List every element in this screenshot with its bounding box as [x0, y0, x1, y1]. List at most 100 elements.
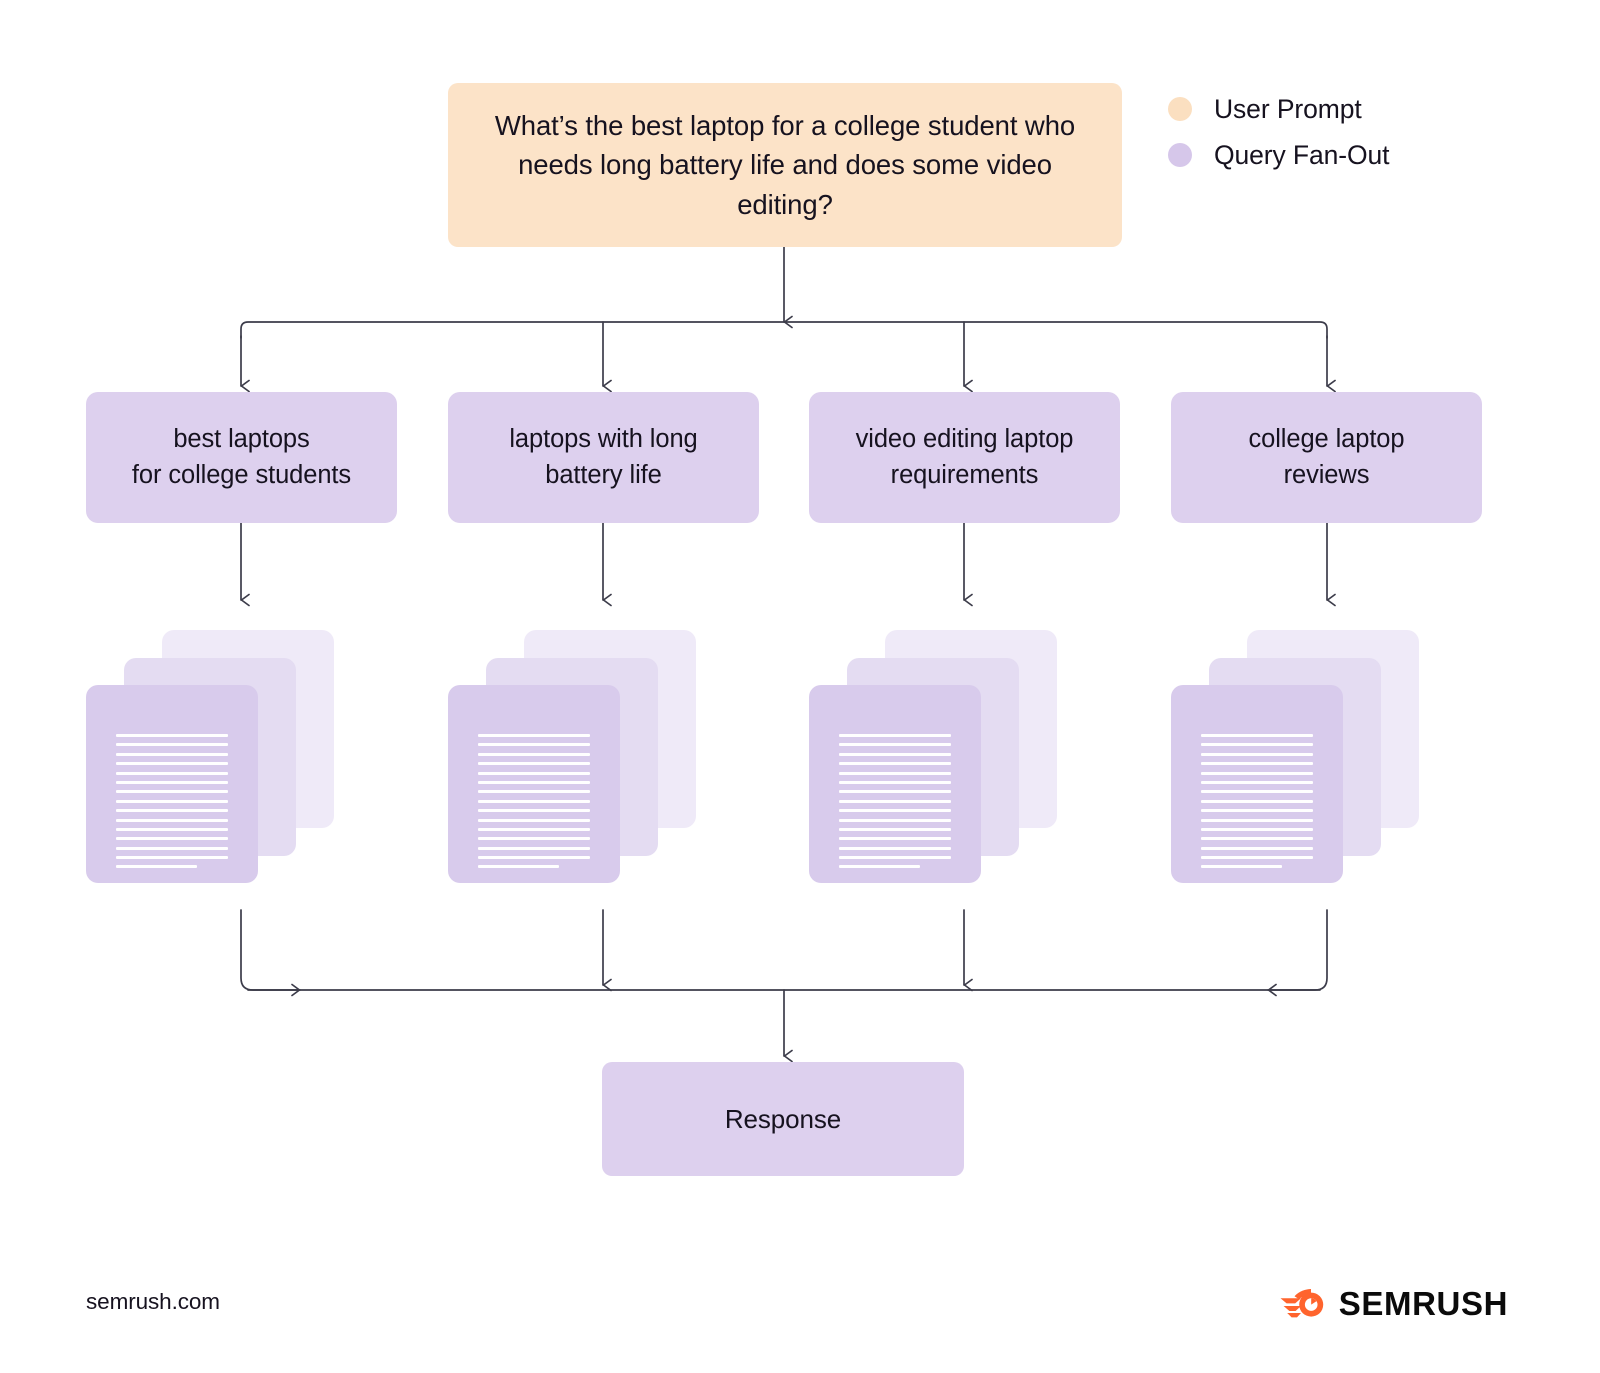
query-fanout-label-line2: reviews — [1283, 460, 1370, 489]
document-text-line — [116, 752, 228, 756]
document-text-line — [1201, 752, 1313, 756]
document-text-line — [1201, 790, 1313, 794]
document-text-line — [839, 846, 951, 850]
query-fanout-label-line2: requirements — [890, 460, 1039, 489]
document-text-line — [839, 856, 951, 860]
document-text-line — [839, 790, 951, 794]
document-text-line — [116, 799, 228, 803]
semrush-wordmark: SEMRUSH — [1338, 1284, 1508, 1322]
document-text-line — [116, 809, 228, 813]
document-page-front-icon — [86, 685, 258, 883]
document-text-line — [1201, 818, 1313, 822]
response-box[interactable]: Response — [602, 1062, 964, 1176]
document-text-line — [478, 837, 590, 841]
document-text-line — [116, 771, 228, 775]
document-text-line — [1201, 837, 1313, 841]
document-text-line — [839, 743, 951, 747]
document-stack-icon — [809, 630, 1059, 890]
document-text-line — [1201, 780, 1313, 784]
document-text-line — [1201, 743, 1313, 747]
document-text-line — [839, 762, 951, 766]
document-text-line — [1201, 846, 1313, 850]
document-text-line — [478, 771, 590, 775]
document-text-line — [478, 799, 590, 803]
document-text-line — [839, 780, 951, 784]
legend: User Prompt Query Fan-Out — [1168, 86, 1390, 178]
document-text-line — [478, 734, 590, 737]
document-text-line — [116, 780, 228, 784]
legend-item-user-prompt: User Prompt — [1168, 86, 1389, 132]
document-text-line — [116, 734, 228, 737]
document-text-line — [116, 865, 197, 869]
document-text-line — [116, 743, 228, 747]
document-text-line — [116, 827, 228, 831]
document-text-lines — [116, 734, 228, 875]
query-fanout-box-1[interactable]: laptops with long battery life — [448, 392, 759, 523]
document-text-line — [839, 752, 951, 756]
document-stack-icon — [1171, 630, 1421, 890]
document-text-line — [839, 771, 951, 775]
document-stack-icon — [86, 630, 336, 890]
query-fanout-box-2[interactable]: video editing laptop requirements — [809, 392, 1120, 523]
document-text-line — [478, 752, 590, 756]
semrush-logo-icon — [1280, 1289, 1323, 1318]
query-fanout-label-line2: for college students — [131, 460, 352, 489]
document-text-line — [116, 790, 228, 794]
user-prompt-box: What’s the best laptop for a college stu… — [448, 83, 1122, 247]
document-page-front-icon — [809, 685, 981, 883]
wire-top-bus — [240, 321, 1328, 339]
document-text-line — [116, 818, 228, 822]
document-text-line — [478, 762, 590, 766]
document-stack-icon — [448, 630, 698, 890]
document-text-line — [839, 827, 951, 831]
document-text-line — [478, 809, 590, 813]
document-text-line — [839, 734, 951, 737]
query-fanout-box-3[interactable]: college laptop reviews — [1171, 392, 1482, 523]
legend-label-user-prompt: User Prompt — [1214, 93, 1362, 124]
document-text-line — [839, 837, 951, 841]
document-text-line — [1201, 865, 1282, 869]
query-fanout-label-line2: battery life — [545, 460, 662, 489]
document-text-line — [116, 837, 228, 841]
document-text-lines — [1201, 734, 1313, 875]
document-text-line — [1201, 827, 1313, 831]
document-text-line — [116, 856, 228, 860]
document-text-line — [116, 762, 228, 766]
footer-site-url: semrush.com — [86, 1289, 220, 1314]
document-page-front-icon — [448, 685, 620, 883]
query-fanout-label-line1: college laptop — [1248, 425, 1405, 454]
document-text-line — [1201, 771, 1313, 775]
document-text-line — [839, 799, 951, 803]
document-text-line — [1201, 734, 1313, 737]
query-fanout-box-0[interactable]: best laptops for college students — [86, 392, 397, 523]
legend-item-query-fanout: Query Fan-Out — [1168, 132, 1390, 178]
semrush-brand: SEMRUSH — [1280, 1286, 1508, 1320]
document-text-lines — [839, 734, 951, 875]
legend-dot-icon — [1168, 97, 1192, 121]
document-text-line — [839, 818, 951, 822]
query-fanout-label-line1: video editing laptop — [855, 425, 1074, 454]
document-text-lines — [478, 734, 590, 875]
document-page-front-icon — [1171, 685, 1343, 883]
query-fanout-label-line1: laptops with long — [509, 425, 698, 454]
document-text-line — [1201, 799, 1313, 803]
document-text-line — [478, 827, 590, 831]
document-text-line — [116, 846, 228, 850]
document-text-line — [478, 818, 590, 822]
document-text-line — [478, 743, 590, 747]
legend-label-query-fanout: Query Fan-Out — [1214, 139, 1390, 170]
document-text-line — [478, 846, 590, 850]
document-text-line — [1201, 762, 1313, 766]
wire-docs-3-to-bus — [1267, 909, 1328, 997]
document-text-line — [1201, 809, 1313, 813]
document-text-line — [478, 856, 590, 860]
document-text-line — [478, 865, 559, 869]
query-fanout-label-line1: best laptops — [173, 425, 310, 454]
document-text-line — [1201, 856, 1313, 860]
document-text-line — [839, 865, 920, 869]
document-text-line — [478, 780, 590, 784]
legend-dot-icon — [1168, 143, 1192, 167]
document-text-line — [839, 809, 951, 813]
document-text-line — [478, 790, 590, 794]
